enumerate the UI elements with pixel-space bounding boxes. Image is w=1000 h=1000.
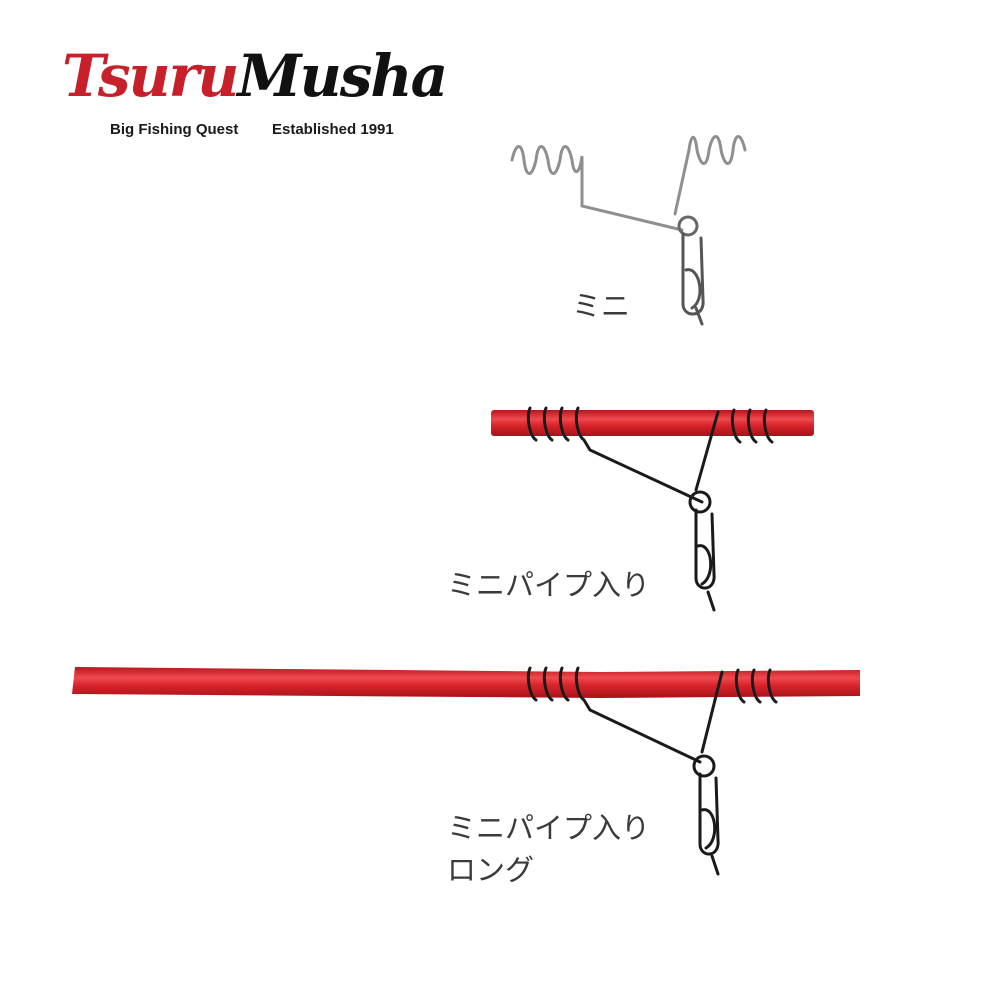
logo-text-musha: Musha: [237, 42, 448, 110]
logo-established: Established 1991: [272, 121, 394, 138]
logo-wordmark: TsuruMusha: [62, 47, 448, 105]
mini-snap-illustration: [510, 135, 747, 326]
label-mini-pipe: ミニパイプ入り: [447, 568, 650, 602]
mini-pipe-illustration: [491, 406, 814, 612]
label-mini-pipe-long-line1: ミニパイプ入り: [447, 811, 650, 845]
logo-tagline: Big Fishing Quest: [110, 121, 239, 138]
mini-pipe-long-illustration: [72, 666, 860, 876]
label-mini: ミニ: [572, 289, 630, 323]
long-tube: [72, 667, 860, 698]
brand-logo: TsuruMusha Big Fishing Quest Established…: [62, 47, 448, 150]
logo-text-tsuru: Tsuru: [62, 42, 239, 110]
label-mini-pipe-long-line2: ロング: [447, 853, 534, 887]
